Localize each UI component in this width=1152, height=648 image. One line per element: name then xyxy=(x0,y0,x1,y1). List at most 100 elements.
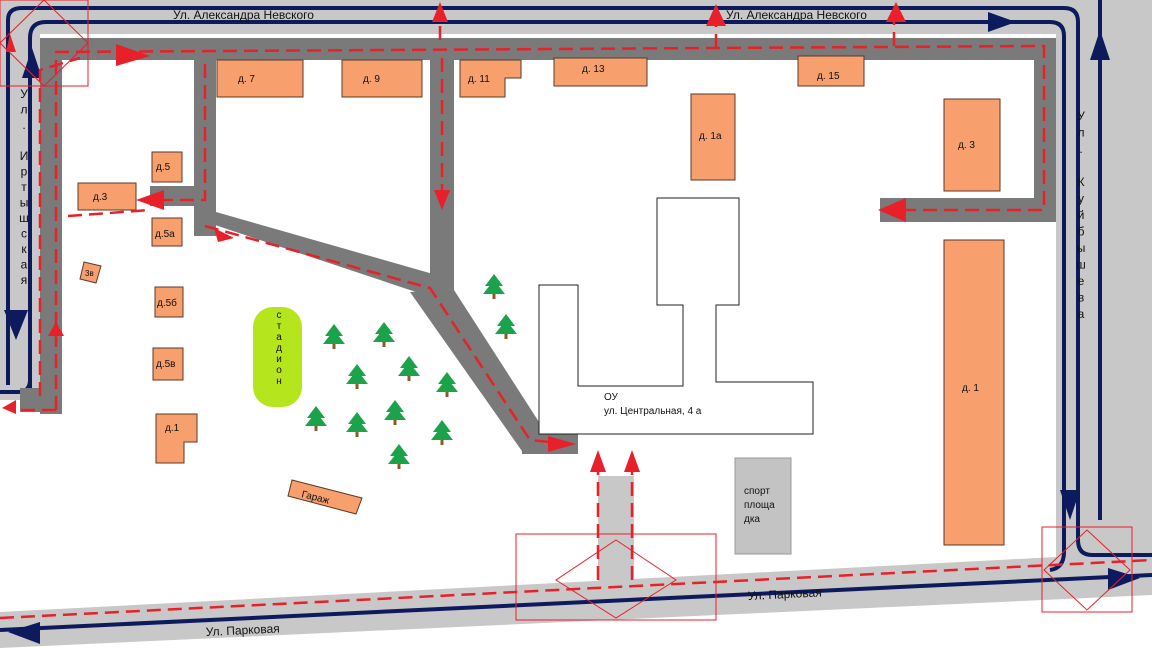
route-arrow-icon xyxy=(886,2,906,22)
building-d13 xyxy=(553,57,648,87)
building-d5v xyxy=(152,347,184,381)
label-d15: д. 15 xyxy=(817,71,840,82)
traffic-direction-arrow-icon xyxy=(8,622,40,644)
driveway-south-entrance xyxy=(598,476,634,588)
crosswalk-markers xyxy=(0,0,1133,621)
tree-icon xyxy=(436,372,458,397)
crosswalk-diamond xyxy=(555,539,677,619)
tree-icon xyxy=(346,364,368,389)
tree-icon xyxy=(431,420,453,445)
building-d5 xyxy=(151,151,183,183)
building-d15 xyxy=(797,55,865,87)
building-d5a xyxy=(151,217,183,247)
building-d3-right xyxy=(943,98,1001,192)
street-kuibysheva-road xyxy=(1056,0,1152,560)
crosswalk-marker-icon xyxy=(1041,526,1133,613)
route-arrow-icon xyxy=(2,400,16,414)
building-d9 xyxy=(341,59,423,98)
route-arrow-icon xyxy=(432,2,448,22)
traffic-direction-arrow-icon xyxy=(1090,30,1110,60)
building-d1-left xyxy=(155,413,198,464)
building-labels: д. 7 д. 9 д. 11 д. 13 д. 15 д. 1а д. 3 д… xyxy=(85,64,979,507)
sports-ground-labels: спорт площа дка xyxy=(744,486,775,525)
route-arrow-icon xyxy=(6,34,16,52)
sports-ground-line2: площа xyxy=(744,500,775,511)
label-d11: д. 11 xyxy=(468,74,490,85)
pedestrian-route xyxy=(0,14,1152,620)
school-labels: ОУ ул. Центральная, 4 а xyxy=(604,392,702,417)
route-arrow-icon xyxy=(624,450,640,472)
route-diagonal xyxy=(204,224,571,446)
traffic-line-nevsky-inner xyxy=(28,20,1066,572)
label-d5: д.5 xyxy=(156,162,171,173)
label-d3-left: д.3 xyxy=(93,192,108,203)
traffic-direction-arrow-icon xyxy=(1060,490,1080,520)
tree-icon xyxy=(495,314,517,339)
route-arrow-icon xyxy=(590,450,606,472)
label-d5b: д.5б xyxy=(157,297,177,309)
building-d11 xyxy=(459,59,522,98)
trees xyxy=(305,274,517,469)
building-d3v xyxy=(79,261,102,284)
route-arrow-icon xyxy=(48,322,64,336)
route-arrow-icon xyxy=(434,190,450,210)
route-d3-left xyxy=(67,208,151,218)
building-d1a xyxy=(690,93,736,181)
driveway-diagonal-upper xyxy=(194,212,454,302)
driveway-inner-center xyxy=(430,58,454,298)
label-d7: д. 7 xyxy=(238,74,255,85)
label-d3v: 3в xyxy=(85,269,94,278)
label-d9: д. 9 xyxy=(363,74,380,85)
route-arrow-icon xyxy=(214,228,234,242)
label-d1-right: д. 1 xyxy=(962,383,979,394)
route-arrow-icon xyxy=(548,436,576,452)
tree-icon xyxy=(388,444,410,469)
street-label-nevsky-right: Ул. Александра Невского xyxy=(726,8,867,22)
driveway-inner-left xyxy=(194,58,216,236)
route-arrows xyxy=(2,2,906,472)
driveway-left-vertical xyxy=(40,58,62,414)
traffic-direction-arrow-icon xyxy=(988,12,1016,32)
stadium xyxy=(253,307,302,407)
school-name: ОУ xyxy=(604,392,619,403)
tree-icon xyxy=(384,400,406,425)
building-d5b xyxy=(154,286,184,318)
traffic-direction-arrow-icon xyxy=(22,48,42,78)
route-arrow-icon xyxy=(116,44,150,66)
route-parkovaya xyxy=(0,558,1152,620)
tree-icon xyxy=(483,274,505,299)
traffic-line-nevsky-outer xyxy=(6,6,1152,557)
route-arrow-icon xyxy=(136,190,164,210)
label-d1-left: д.1 xyxy=(165,423,180,434)
street-label-parkovaya-left: Ул. Парковая xyxy=(205,621,280,639)
street-label-parkovaya-right: Ул. Парковая xyxy=(747,585,822,603)
route-inner-left xyxy=(150,64,207,202)
building-d1-right xyxy=(943,239,1005,546)
tree-icon xyxy=(305,406,327,431)
tree-icon xyxy=(398,356,420,381)
street-nevsky-road xyxy=(0,0,1152,34)
school-building xyxy=(538,197,814,435)
street-label-nevsky-left: Ул. Александра Невского xyxy=(173,8,314,22)
building-d7 xyxy=(216,59,304,98)
label-d1a: д. 1а xyxy=(699,131,722,142)
traffic-direction-arrow-icon xyxy=(1108,568,1140,590)
label-d5v: д.5в xyxy=(156,359,176,370)
crosswalk-diamond xyxy=(1043,529,1131,611)
label-d5a: д.5а xyxy=(155,229,175,240)
driveway-diagonal-lower xyxy=(410,290,548,454)
building-d3-left xyxy=(77,182,137,211)
route-top-horizontal xyxy=(54,44,1046,410)
route-left-street xyxy=(38,56,81,396)
traffic-arrows xyxy=(4,12,1140,644)
route-arrow-icon xyxy=(878,198,906,222)
building-garage xyxy=(287,479,363,515)
